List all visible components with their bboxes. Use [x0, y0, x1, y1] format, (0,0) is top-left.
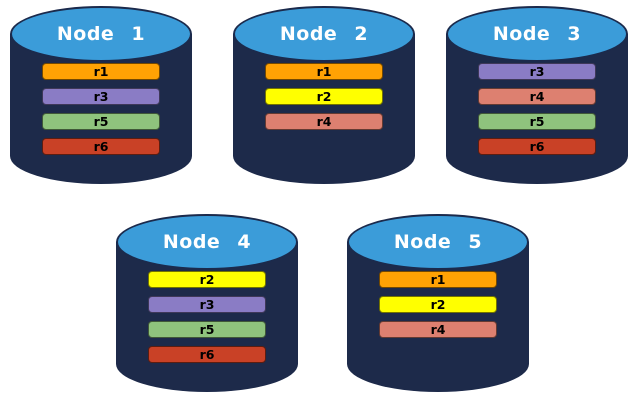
replica-list: r1 r2 r4 — [265, 63, 383, 138]
cylinder-top: Node 5 — [347, 214, 529, 270]
replica-bar: r2 — [265, 88, 383, 105]
node-title: Node 5 — [393, 231, 483, 253]
cylinder-top: Node 2 — [233, 6, 415, 62]
replica-list: r1 r2 r4 — [379, 271, 497, 346]
replica-bar: r6 — [478, 138, 596, 155]
replica-bar: r1 — [42, 63, 160, 80]
replica-bar: r4 — [478, 88, 596, 105]
cylinder-top: Node 3 — [446, 6, 628, 62]
replica-bar: r5 — [42, 113, 160, 130]
replica-bar: r2 — [148, 271, 266, 288]
replica-bar: r3 — [478, 63, 596, 80]
node-2-cylinder: Node 2 r1 r2 r4 — [233, 6, 415, 186]
cylinder-top: Node 4 — [116, 214, 298, 270]
node-3-cylinder: Node 3 r3 r4 r5 r6 — [446, 6, 628, 186]
replica-bar: r4 — [379, 321, 497, 338]
replica-bar: r3 — [42, 88, 160, 105]
replica-bar: r6 — [148, 346, 266, 363]
replica-list: r2 r3 r5 r6 — [148, 271, 266, 371]
node-title: Node 3 — [492, 23, 582, 45]
node-1-cylinder: Node 1 r1 r3 r5 r6 — [10, 6, 192, 186]
replica-list: r1 r3 r5 r6 — [42, 63, 160, 163]
replica-bar: r1 — [265, 63, 383, 80]
node-title: Node 2 — [279, 23, 369, 45]
cylinder-top: Node 1 — [10, 6, 192, 62]
replica-list: r3 r4 r5 r6 — [478, 63, 596, 163]
replica-bar: r5 — [148, 321, 266, 338]
node-5-cylinder: Node 5 r1 r2 r4 — [347, 214, 529, 394]
replica-bar: r6 — [42, 138, 160, 155]
node-title: Node 4 — [162, 231, 252, 253]
node-title: Node 1 — [56, 23, 146, 45]
replica-bar: r4 — [265, 113, 383, 130]
replica-bar: r5 — [478, 113, 596, 130]
node-4-cylinder: Node 4 r2 r3 r5 r6 — [116, 214, 298, 394]
replica-bar: r1 — [379, 271, 497, 288]
replica-bar: r2 — [379, 296, 497, 313]
replica-bar: r3 — [148, 296, 266, 313]
